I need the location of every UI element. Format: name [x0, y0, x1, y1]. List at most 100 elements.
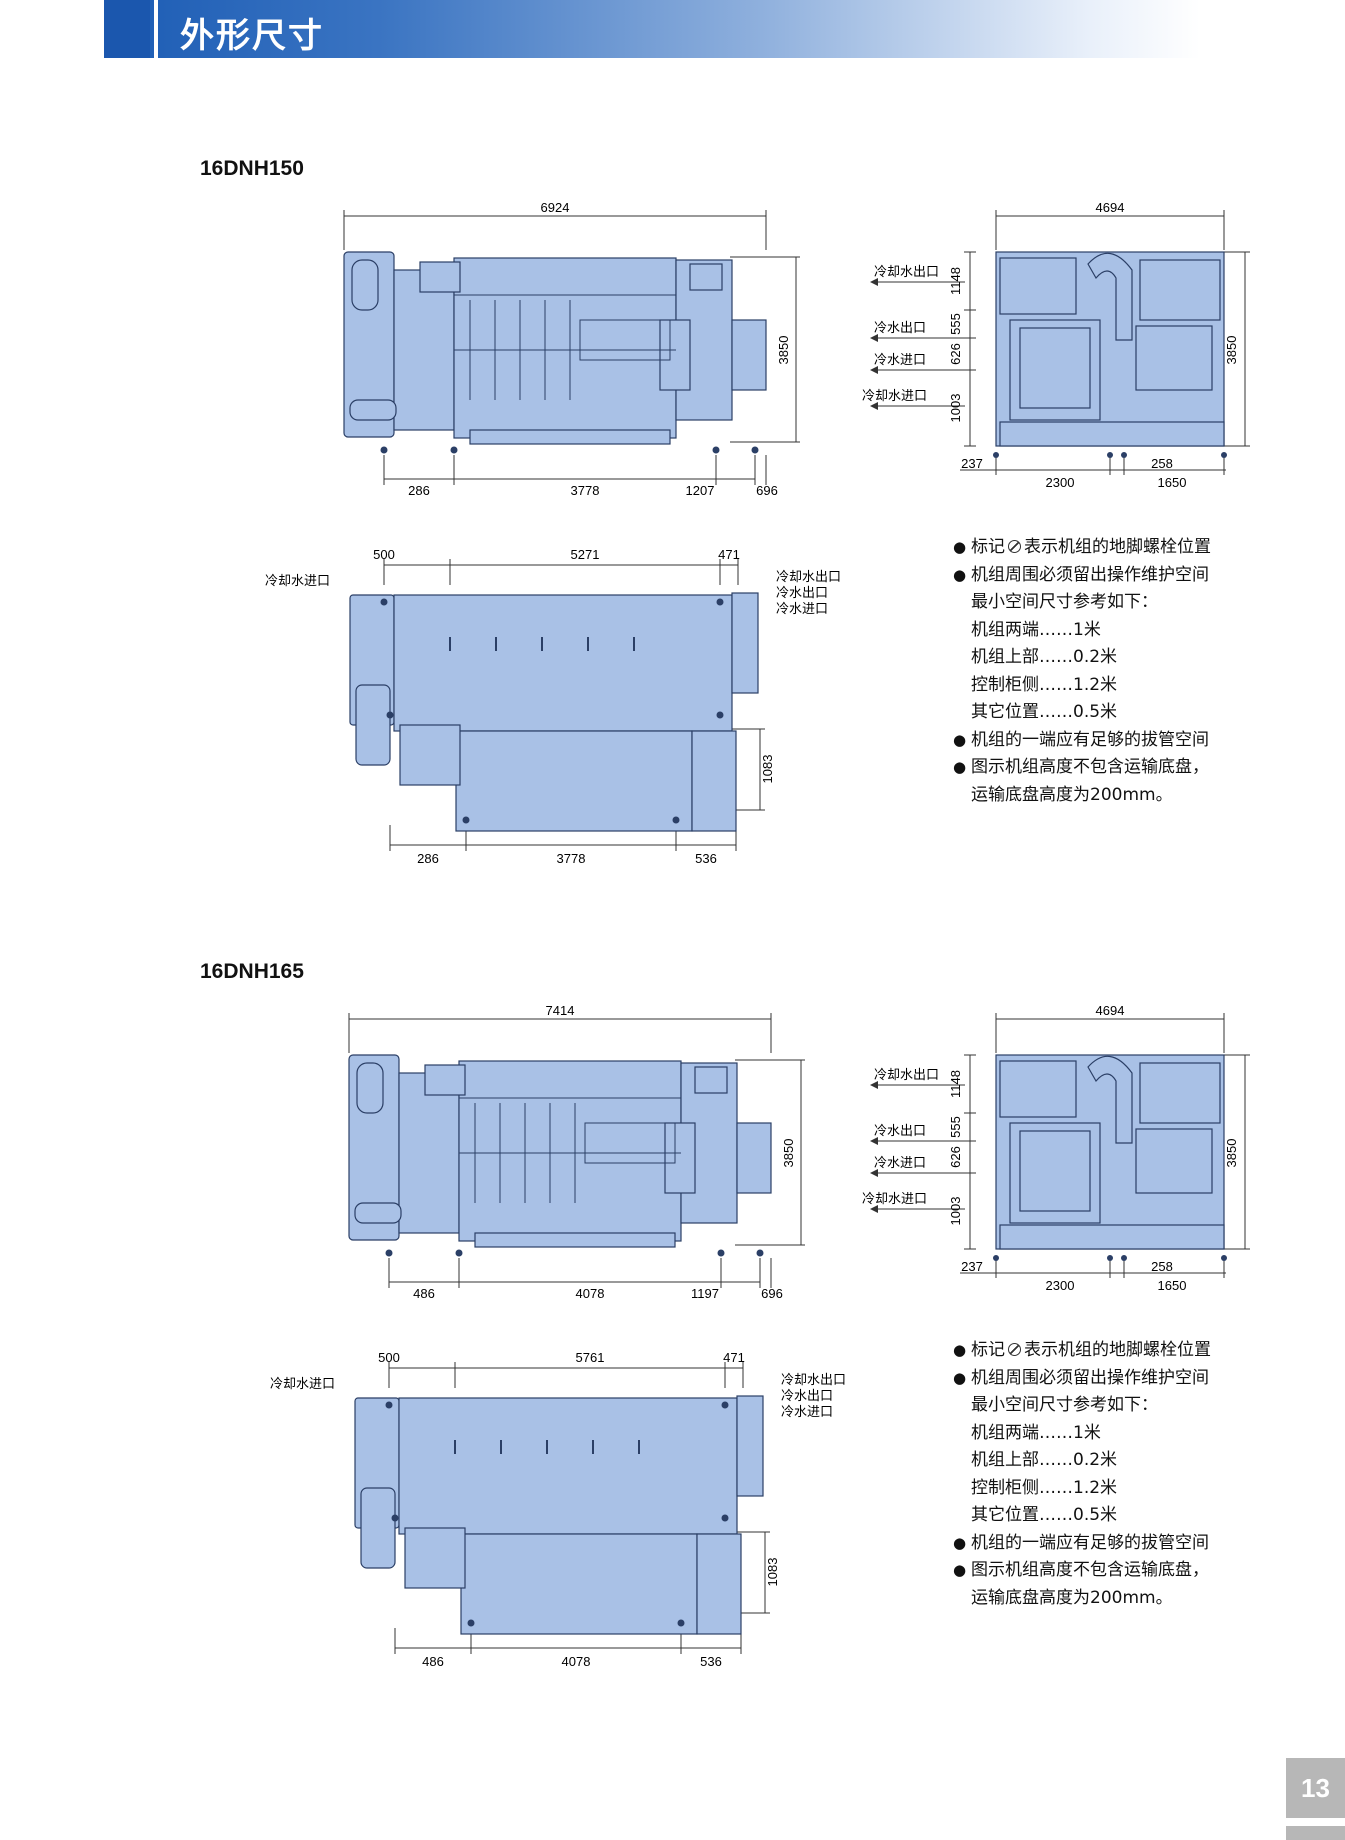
label-chilled-water-out: 冷水出口 [874, 320, 926, 335]
note-item: ●机组的一端应有足够的拔管空间 [953, 729, 1209, 750]
note-sub: 最小空间尺寸参考如下： [971, 1395, 1158, 1415]
dim-t1: 500 [378, 1350, 400, 1365]
dim-h1: 2300 [1046, 475, 1075, 490]
label-plan-chilled-in: 冷水进口 [781, 1404, 833, 1419]
label-chilled-water-in: 冷水进口 [874, 1155, 926, 1170]
dim-pb2: 3778 [557, 851, 586, 866]
page-footer-bar [1286, 1826, 1345, 1840]
note-sub: 控制柜侧……1.2米 [971, 674, 1118, 695]
note-item: ●标记表示机组的地脚螺栓位置 [953, 537, 1211, 557]
note-sub: 运输底盘高度为200mm。 [971, 784, 1173, 805]
side-elevation-drawing: 6924 3850 286 3778 1207 696 [343, 200, 800, 498]
model-name: 16DNH150 [200, 157, 304, 180]
note-sub: 运输底盘高度为200mm。 [971, 1587, 1173, 1608]
dim-v3: 626 [948, 343, 963, 365]
dim-v2: 555 [948, 313, 963, 335]
header-bar: 外形尺寸 [104, 0, 1200, 58]
label-cooling-water-out: 冷却水出口 [874, 264, 939, 279]
page-number: 13 [1286, 1758, 1345, 1818]
page-title: 外形尺寸 [180, 16, 324, 56]
note-sub: 机组上部……0.2米 [971, 647, 1118, 667]
dim-pb2: 4078 [562, 1654, 591, 1669]
label-chilled-water-in: 冷水进口 [874, 352, 926, 367]
label-plan-cooling-out: 冷却水出口 [781, 1372, 846, 1387]
dim-v1: 1148 [948, 267, 963, 295]
label-plan-cooling-out: 冷却水出口 [776, 569, 841, 584]
dim-end-width: 4694 [1096, 1003, 1125, 1018]
dim-h2: 258 [1151, 1259, 1173, 1274]
dim-b1: 486 [413, 1286, 435, 1301]
dim-t1: 500 [373, 547, 395, 562]
notes-list: ●标记表示机组的地脚螺栓位置 ●机组周围必须留出操作维护空间 最小空间尺寸参考如… [953, 534, 1211, 809]
dim-height: 3850 [776, 336, 791, 365]
dim-h0: 237 [961, 1259, 983, 1274]
note-sub: 机组两端……1米 [971, 619, 1101, 640]
dim-v3: 626 [948, 1146, 963, 1168]
dim-v1: 1148 [948, 1070, 963, 1098]
label-plan-chilled-out: 冷水出口 [776, 585, 828, 600]
note-item: ●图示机组高度不包含运输底盘， [953, 757, 1209, 777]
label-chilled-water-out: 冷水出口 [874, 1123, 926, 1138]
notes-list: ●标记表示机组的地脚螺栓位置 ●机组周围必须留出操作维护空间 最小空间尺寸参考如… [953, 1337, 1211, 1612]
note-sub: 其它位置……0.5米 [971, 702, 1118, 722]
dim-end-height: 3850 [1224, 336, 1239, 365]
dim-pb3: 536 [700, 1654, 722, 1669]
dim-v4: 1003 [948, 394, 963, 423]
dim-b2: 3778 [571, 483, 600, 498]
note-sub: 机组上部……0.2米 [971, 1450, 1118, 1470]
dim-v2: 555 [948, 1116, 963, 1138]
dim-v4: 1003 [948, 1197, 963, 1226]
note-item: ●标记表示机组的地脚螺栓位置 [953, 1340, 1211, 1360]
dim-b2: 4078 [576, 1286, 605, 1301]
end-elevation-drawing: 4694 3850 1148 555 626 1003 237 2300 258… [862, 200, 1250, 490]
label-cooling-water-out: 冷却水出口 [874, 1067, 939, 1082]
dim-b4: 696 [761, 1286, 783, 1301]
dim-h2: 258 [1151, 456, 1173, 471]
dim-end-width: 4694 [1096, 200, 1125, 215]
dim-pb3: 536 [695, 851, 717, 866]
dim-h3: 1650 [1158, 475, 1187, 490]
dim-t2: 5761 [576, 1350, 605, 1365]
section-16dnh165: 16DNH165 741 [0, 803, 1345, 1669]
plan-view-drawing: 500 5271 471 286 3778 536 1083 冷却水进口 冷却水… [265, 547, 841, 866]
end-elevation-drawing: 4694 3850 1148 555 626 1003 237 2300 258… [862, 1003, 1250, 1293]
dim-pb1: 486 [422, 1654, 444, 1669]
dim-height: 3850 [781, 1139, 796, 1168]
dim-pb1: 286 [417, 851, 439, 866]
dim-t2: 5271 [571, 547, 600, 562]
label-plan-cooling-in: 冷却水进口 [270, 1376, 335, 1391]
side-elevation-drawing: 7414 3850 486 4078 1197 696 [348, 1003, 805, 1301]
note-sub: 控制柜侧……1.2米 [971, 1477, 1118, 1498]
dim-plan-right: 1083 [765, 1558, 780, 1587]
dim-total-length: 7414 [546, 1003, 575, 1018]
note-sub: 最小空间尺寸参考如下： [971, 592, 1158, 612]
label-cooling-water-in: 冷却水进口 [862, 1191, 927, 1206]
plan-view-drawing: 500 5761 471 486 4078 536 1083 冷却水进口 冷却水… [270, 1350, 846, 1669]
header-accent-block [104, 0, 150, 58]
label-plan-cooling-in: 冷却水进口 [265, 573, 330, 588]
model-name: 16DNH165 [200, 960, 304, 983]
dim-h3: 1650 [1158, 1278, 1187, 1293]
section-16dnh150: 16DNH150 [0, 0, 1345, 866]
label-plan-chilled-out: 冷水出口 [781, 1388, 833, 1403]
anchor-bolt-icon [1008, 1342, 1021, 1356]
dim-b3: 1197 [691, 1286, 719, 1301]
dim-b1: 286 [408, 483, 430, 498]
note-item: ●图示机组高度不包含运输底盘， [953, 1560, 1209, 1580]
note-item: ●机组周围必须留出操作维护空间 [953, 1367, 1209, 1388]
note-item: ●机组的一端应有足够的拔管空间 [953, 1532, 1209, 1553]
header-separator [154, 0, 158, 58]
label-cooling-water-in: 冷却水进口 [862, 388, 927, 403]
dim-total-length: 6924 [541, 200, 570, 215]
dim-h1: 2300 [1046, 1278, 1075, 1293]
label-plan-chilled-in: 冷水进口 [776, 601, 828, 616]
dim-t3: 471 [718, 547, 740, 562]
note-item: ●机组周围必须留出操作维护空间 [953, 564, 1209, 585]
anchor-bolt-icon [1008, 539, 1021, 553]
dim-b3: 1207 [686, 483, 715, 498]
dim-b4: 696 [756, 483, 778, 498]
dim-t3: 471 [723, 1350, 745, 1365]
dim-h0: 237 [961, 456, 983, 471]
dim-plan-right: 1083 [760, 755, 775, 784]
dim-end-height: 3850 [1224, 1139, 1239, 1168]
